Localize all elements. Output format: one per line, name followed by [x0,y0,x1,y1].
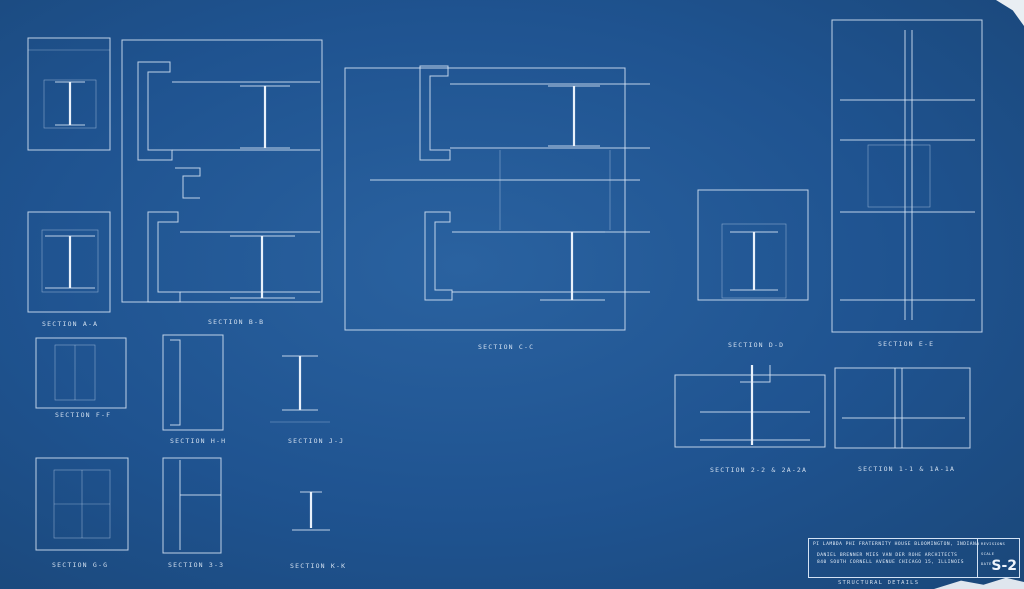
label-section-e-e: SECTION E-E [878,340,935,348]
project-name: PI LAMBDA PHI FRATERNITY HOUSE BLOOMINGT… [813,542,980,547]
detail-b-b [121,39,323,303]
detail-j-j [270,355,330,423]
architect-address: 840 SOUTH CORNELL AVENUE CHICAGO 15, ILL… [817,560,964,565]
label-section-f-f: SECTION F-F [55,411,112,419]
detail-a-a-bottom [27,211,111,313]
detail-1-1 [834,367,971,449]
label-section-d-d: SECTION D-D [728,341,785,349]
detail-e-e [831,19,983,333]
detail-d-d [697,189,809,301]
title-block-divider [977,539,978,577]
scale-label: SCALE [981,551,995,556]
detail-g-g [35,457,129,551]
label-section-1-1: SECTION 1-1 & 1A-1A [858,465,956,473]
architect-name: DANIEL BRENNER MIES VAN DER ROHE ARCHITE… [817,553,958,558]
label-section-c-c: SECTION C-C [478,343,535,351]
detail-a-a-top [27,37,111,151]
revisions-label: REVISIONS [981,541,1006,546]
label-section-g-g: SECTION G-G [52,561,109,569]
label-section-2-2: SECTION 2-2 & 2A-2A [710,466,808,474]
detail-f-f [35,337,127,409]
label-section-b-b: SECTION B-B [208,318,265,326]
label-section-a-a: SECTION A-A [42,320,99,328]
label-section-h-h: SECTION H-H [170,437,227,445]
label-section-k-k: SECTION K-K [290,562,347,570]
label-section-3-3: SECTION 3-3 [168,561,225,569]
detail-2-2 [674,365,826,448]
detail-3-3 [162,457,222,554]
detail-k-k [292,491,330,531]
detail-h-h [162,334,224,431]
title-block: PI LAMBDA PHI FRATERNITY HOUSE BLOOMINGT… [808,538,1020,578]
detail-c-c [344,65,650,331]
sheet-title: STRUCTURAL DETAILS [838,580,920,586]
date-label: DATE [981,561,992,566]
label-section-j-j: SECTION J-J [288,437,345,445]
sheet-number: S-2 [991,558,1017,574]
